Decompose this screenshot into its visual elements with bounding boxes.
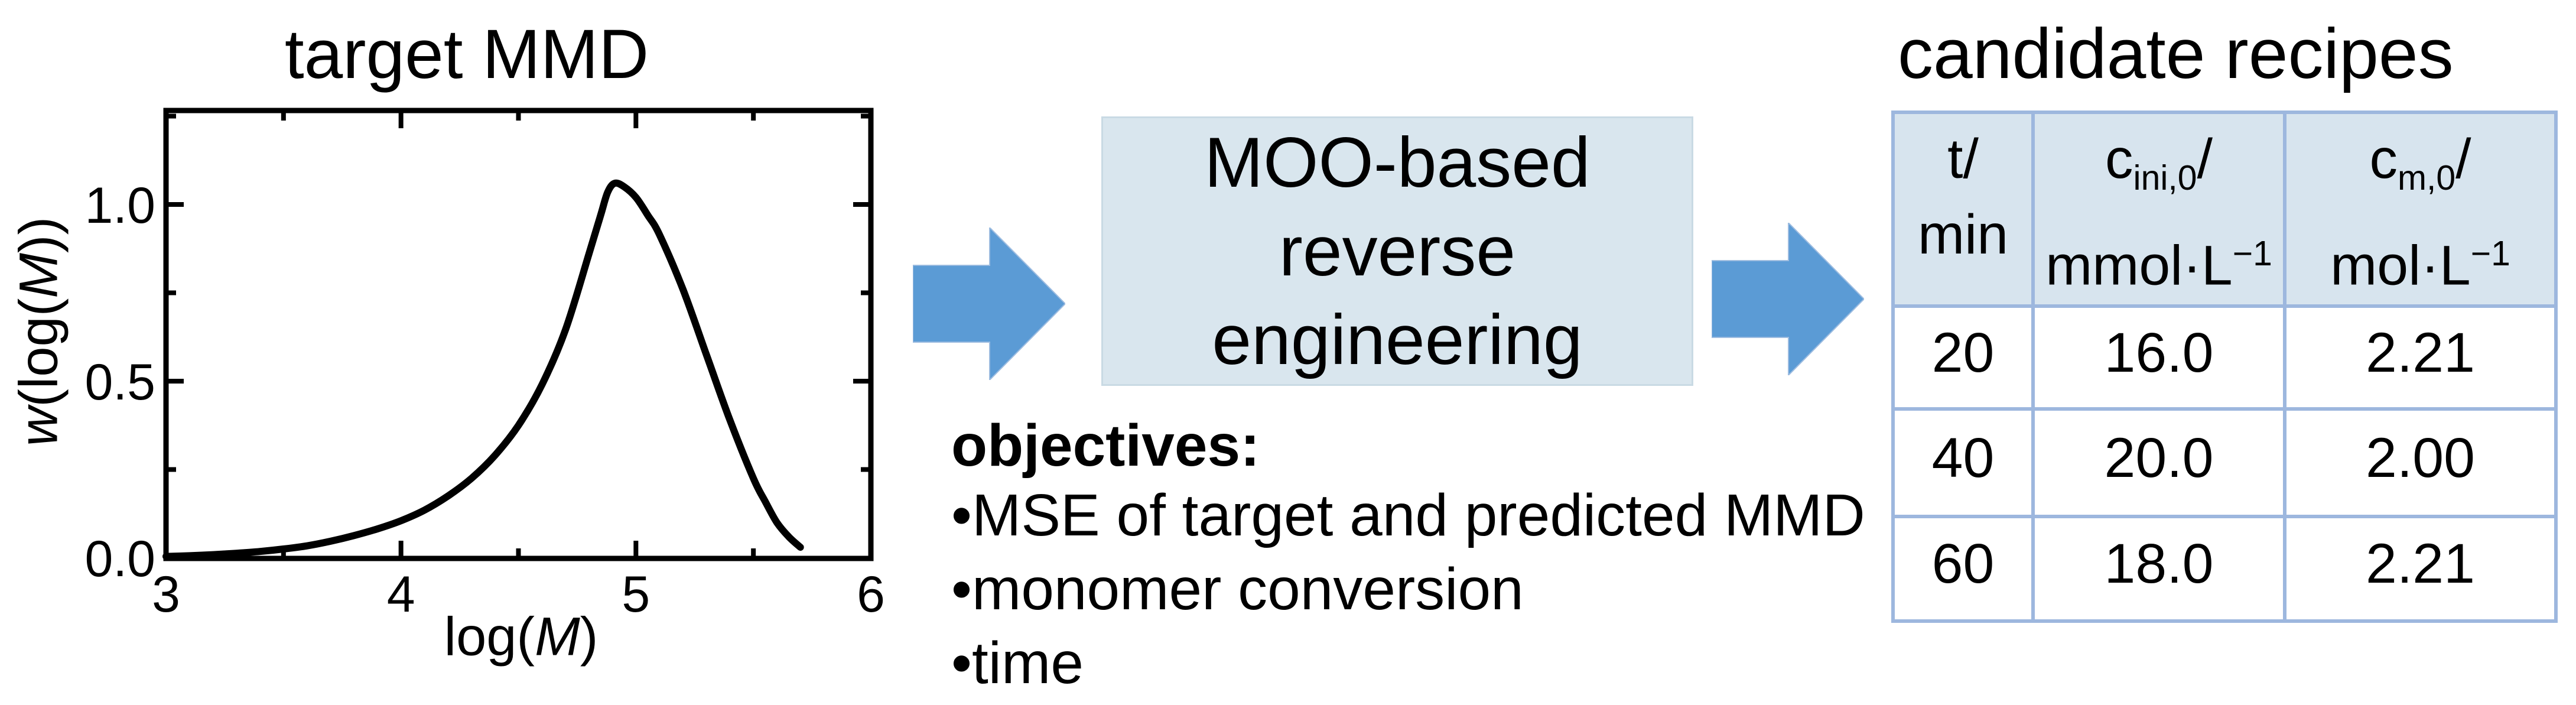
x-tick-label: 6: [857, 566, 885, 623]
cell-cini: 18.0: [2031, 514, 2286, 623]
table-header-row: t/ min cini,0/ mmol·L−1 cm,0/ mol·L−1: [1891, 111, 2558, 308]
y-tick-label: 0.5: [84, 354, 155, 411]
cell-cini: 20.0: [2031, 407, 2286, 518]
header-cell-time: t/ min: [1891, 111, 2035, 308]
x-axis-label: log(M): [444, 606, 599, 668]
recipes-title: candidate recipes: [1898, 14, 2454, 93]
objectives-block: objectives: •MSE of target and predicted…: [951, 412, 1865, 700]
y-tick-label: 0.0: [84, 531, 155, 587]
bullet-icon: •: [951, 482, 972, 548]
slash: /: [2455, 128, 2471, 190]
x-label-post: ): [580, 606, 599, 667]
cell-time: 40: [1891, 407, 2035, 518]
objective-text: MSE of target and predicted MMD: [972, 482, 1865, 548]
cell-cm: 2.21: [2283, 514, 2558, 623]
symbol-c: c: [2105, 128, 2133, 190]
x-tick-label: 3: [152, 566, 180, 623]
y-label-w: w: [8, 407, 69, 447]
right-flow-arrow: [1712, 223, 1864, 375]
header-time-line1: t/: [1947, 128, 1979, 190]
left-flow-arrow: [913, 228, 1065, 380]
right-arrow-icon: [913, 228, 1065, 380]
objective-text: time: [972, 630, 1084, 696]
subscript-m0: m,0: [2397, 159, 2456, 197]
table-row: 20 16.0 2.21: [1891, 304, 2558, 411]
objectives-heading: objectives:: [951, 412, 1260, 479]
y-axis-label: w(log(M)): [8, 217, 70, 446]
moo-process-box: MOO-based reverse engineering: [1101, 116, 1693, 386]
objective-item: •time: [951, 626, 1865, 700]
header-cini-line1: cini,0/: [2037, 121, 2281, 216]
header-cell-cini: cini,0/ mmol·L−1: [2031, 111, 2286, 308]
x-label-pre: log(: [444, 606, 535, 667]
subscript-ini0: ini,0: [2133, 159, 2197, 197]
table-row: 40 20.0 2.00: [1891, 407, 2558, 518]
cell-cini: 16.0: [2031, 304, 2286, 411]
y-label-mid: (log(: [8, 298, 69, 407]
x-tick-label: 4: [387, 566, 415, 623]
header-cm-line2: mol·L−1: [2288, 216, 2552, 303]
symbol-c: c: [2369, 128, 2398, 190]
x-tick-label: 5: [622, 566, 650, 623]
y-tick-label: 1.0: [84, 177, 155, 234]
cell-time: 20: [1891, 304, 2035, 411]
plot-frame: [163, 108, 874, 561]
bullet-icon: •: [951, 630, 972, 696]
chart-title: target MMD: [284, 15, 649, 93]
right-arrow-icon: [1712, 223, 1864, 375]
moo-box-line: reverse: [1279, 212, 1516, 291]
unit-mmol: mmol·L: [2045, 234, 2233, 297]
moo-box-line: MOO-based: [1204, 123, 1591, 202]
x-label-m: M: [535, 606, 580, 667]
target-mmd-chart: 3 4 5 6 0.0 0.5 1.0: [84, 108, 885, 623]
cell-cm: 2.00: [2283, 407, 2558, 518]
unit-mol: mol·L: [2330, 234, 2471, 297]
y-label-m: M: [8, 253, 69, 298]
header-cell-cm: cm,0/ mol·L−1: [2283, 111, 2558, 308]
header-time-line2: min: [1917, 203, 2009, 266]
mmd-curve: [162, 179, 804, 560]
bullet-icon: •: [951, 556, 972, 622]
slash: /: [2197, 128, 2213, 190]
y-label-end: )): [8, 216, 69, 254]
superscript-minus1: −1: [2470, 235, 2510, 273]
cell-cm: 2.21: [2283, 304, 2558, 411]
cell-time: 60: [1891, 514, 2035, 623]
candidate-recipes-table: t/ min cini,0/ mmol·L−1 cm,0/ mol·L−1 20…: [1891, 111, 2558, 623]
tick-labels: 3 4 5 6 0.0 0.5 1.0: [84, 177, 884, 623]
moo-box-line: engineering: [1212, 300, 1583, 379]
objective-text: monomer conversion: [972, 556, 1524, 622]
axis-ticks: [166, 111, 871, 558]
header-cm-line1: cm,0/: [2288, 121, 2552, 216]
table-row: 60 18.0 2.21: [1891, 514, 2558, 623]
header-cini-line2: mmol·L−1: [2037, 216, 2281, 303]
objective-item: •monomer conversion: [951, 553, 1865, 626]
superscript-minus1: −1: [2232, 235, 2272, 273]
objective-item: •MSE of target and predicted MMD: [951, 479, 1865, 553]
